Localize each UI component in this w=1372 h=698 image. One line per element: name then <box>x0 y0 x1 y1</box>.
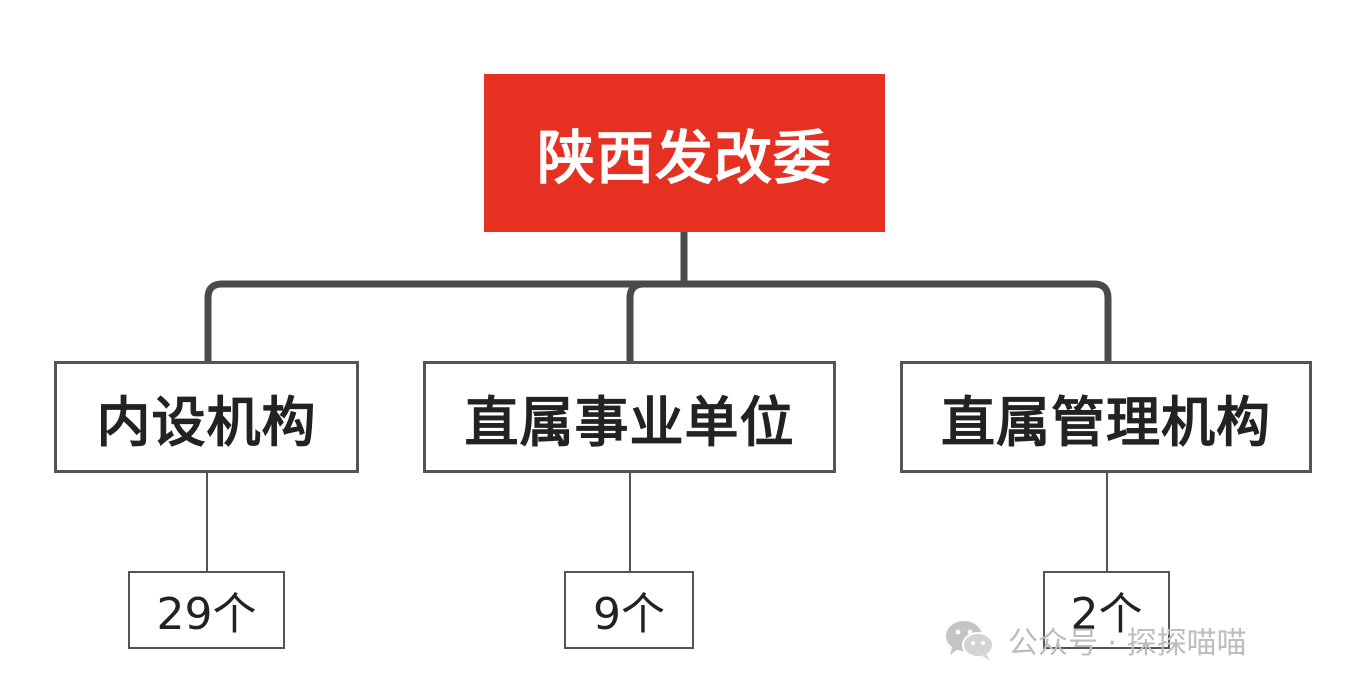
wechat-icon <box>946 621 994 660</box>
branch-node-management: 直属管理机构 <box>900 361 1312 473</box>
count-node-institutions: 9个 <box>564 571 694 649</box>
branch-node-internal: 内设机构 <box>54 361 359 473</box>
count-node-management: 2个 <box>1043 571 1170 649</box>
connector-middle-drop <box>626 280 645 361</box>
root-node: 陕西发改委 <box>484 74 885 232</box>
watermark: 公众号 · 探探喵喵 <box>944 618 1247 662</box>
count-node-internal: 29个 <box>128 571 285 649</box>
watermark-text: 公众号 · 探探喵喵 <box>1008 626 1247 661</box>
branch-node-institutions: 直属事业单位 <box>423 361 836 473</box>
connector-bar <box>204 280 1112 361</box>
